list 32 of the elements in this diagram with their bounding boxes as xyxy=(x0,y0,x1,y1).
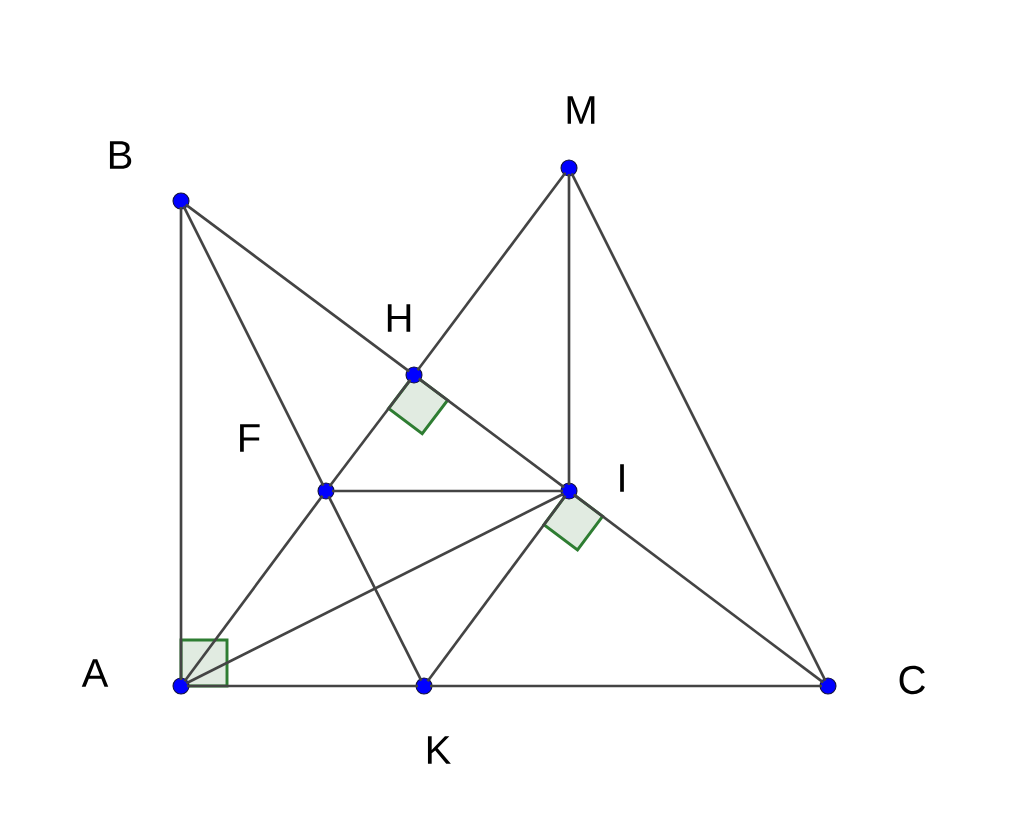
point-label: H xyxy=(387,304,411,332)
line-segment xyxy=(185,203,410,373)
point-dot xyxy=(560,482,578,500)
point-label: F xyxy=(240,424,260,452)
point-dot xyxy=(317,482,335,500)
line-segment xyxy=(416,172,567,371)
line-segment xyxy=(570,172,827,682)
line-segment xyxy=(418,377,565,489)
point-label: I xyxy=(620,464,624,492)
line-segment xyxy=(183,495,324,682)
point-label: M xyxy=(567,96,595,124)
point-label: B xyxy=(109,141,132,169)
line-segment xyxy=(182,205,325,487)
line-segment xyxy=(328,378,412,488)
line-segment xyxy=(567,174,571,485)
line-segment xyxy=(185,492,565,685)
line-segment xyxy=(426,495,567,682)
line-segment xyxy=(573,493,824,684)
line-segment xyxy=(187,684,418,688)
point-dot xyxy=(819,677,837,695)
point-label: A xyxy=(81,659,109,687)
point-dot xyxy=(560,159,578,177)
line-segment xyxy=(327,495,423,682)
point-label: C xyxy=(899,665,925,695)
line-segment xyxy=(430,684,822,688)
line-segment xyxy=(332,489,563,493)
point-dot xyxy=(172,192,190,210)
line-segment xyxy=(179,207,183,680)
point-dot xyxy=(172,677,190,695)
point-dot xyxy=(415,677,433,695)
point-label: K xyxy=(427,736,451,764)
point-dot xyxy=(405,366,423,384)
